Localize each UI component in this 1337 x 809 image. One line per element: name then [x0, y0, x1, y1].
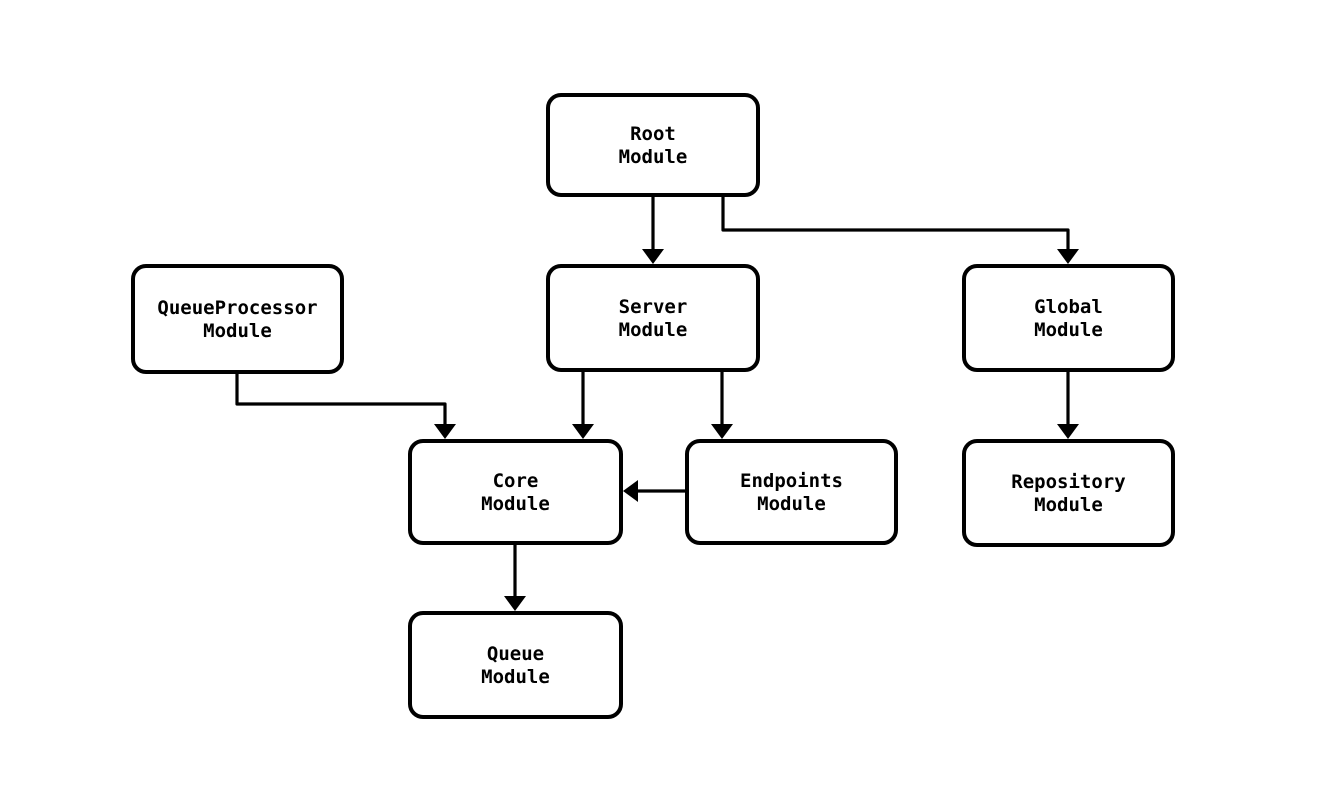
node-label-line2: Module [481, 666, 550, 688]
node-label-line1: Repository [1011, 471, 1125, 493]
node-label-line2: Module [1034, 319, 1103, 341]
arrowhead-icon [1057, 249, 1079, 264]
arrowhead-icon [623, 480, 638, 502]
node-label-line2: Module [619, 319, 688, 341]
node-box[interactable] [962, 439, 1175, 547]
arrowhead-icon [504, 596, 526, 611]
node-label-line1: Server [619, 296, 688, 318]
edge-line [235, 372, 447, 433]
node-label-line1: Queue [487, 643, 544, 665]
node-box[interactable] [546, 264, 760, 372]
node-box[interactable] [408, 439, 623, 545]
edge-queueprocessor-to-core: QueueProcessor Module depends on Core Mo… [235, 372, 456, 439]
node-box[interactable] [408, 611, 623, 719]
node-box[interactable] [131, 264, 344, 374]
node-label-line2: Module [481, 493, 550, 515]
edges-layer: Root Module depends on Server Module Root… [235, 195, 1079, 611]
node-label-line1: Global [1034, 296, 1103, 318]
node-label-line2: Module [1034, 494, 1103, 516]
node-label-line1: Core [493, 470, 539, 492]
edge-root-to-server: Root Module depends on Server Module [642, 195, 664, 264]
arrowhead-icon [711, 424, 733, 439]
edge-line [721, 195, 1070, 258]
edge-endpoints-to-core: Endpoints Module depends on Core Module [623, 480, 687, 502]
node-label-line2: Module [203, 320, 272, 342]
arrowhead-icon [642, 249, 664, 264]
node-label-line1: Root [630, 123, 676, 145]
edge-core-to-queue: Core Module depends on Queue Module [504, 543, 526, 611]
node-box[interactable] [685, 439, 898, 545]
edge-server-to-endpoints: Server Module depends on Endpoints Modul… [711, 370, 733, 439]
node-label-line1: QueueProcessor [157, 297, 317, 319]
node-label-line1: Endpoints [740, 470, 843, 492]
edge-global-to-repository: Global Module depends on Repository Modu… [1057, 370, 1079, 439]
edge-root-to-global: Root Module depends on Global Module [721, 195, 1079, 264]
node-box[interactable] [546, 93, 760, 197]
node-box[interactable] [962, 264, 1175, 372]
arrowhead-icon [1057, 424, 1079, 439]
node-label-line2: Module [619, 146, 688, 168]
arrowhead-icon [572, 424, 594, 439]
arrowhead-icon [434, 424, 456, 439]
edge-server-to-core: Server Module depends on Core Module [572, 370, 594, 439]
node-label-line2: Module [757, 493, 826, 515]
